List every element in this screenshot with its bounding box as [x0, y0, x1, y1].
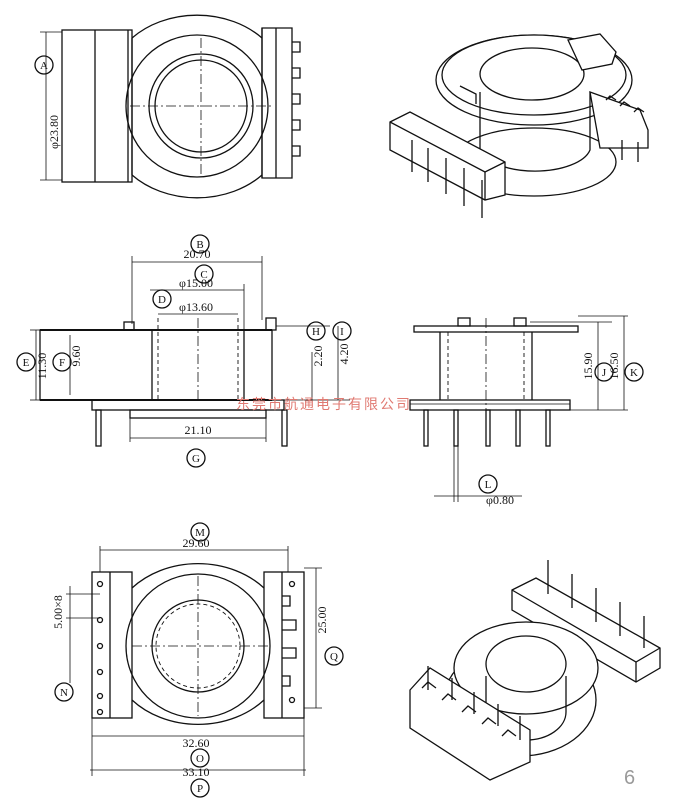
dim-i: 4.20 [337, 344, 351, 365]
iso-view-bottom [409, 560, 661, 781]
label-k: K [630, 367, 638, 379]
dim-h: 2.20 [311, 346, 325, 367]
top-left-flange [61, 29, 133, 183]
watermark: 东莞市航通电子有限公司 [236, 396, 412, 413]
side-base [409, 399, 571, 411]
dim-f: 9.60 [69, 346, 83, 367]
iso-bottom-header [511, 577, 661, 683]
dim-j: 15.90 [581, 353, 595, 380]
label-g: G [192, 453, 200, 465]
top-pin-header [261, 27, 293, 179]
dim-n: 5.00×8 [51, 595, 65, 629]
dim-g: 21.10 [185, 423, 212, 437]
dim-l: φ0.80 [486, 493, 514, 507]
dim-o: 32.60 [183, 736, 210, 750]
label-c: C [200, 269, 207, 281]
dim-d: φ13.60 [179, 300, 213, 314]
dim-k: 16.50 [607, 353, 621, 380]
top-outer-circle [125, 34, 269, 178]
dim-q: 25.00 [315, 607, 329, 634]
label-j: J [602, 367, 607, 379]
dim-e: 11.30 [35, 353, 49, 380]
label-l: L [485, 479, 492, 491]
front-view: 20.70 B φ15.00 C φ13.60 D 11.30 E 9.60 F… [16, 234, 352, 468]
bottom-view: 29.60 M 5.00×8 N 32.60 O 33.10 P 25.00 Q [51, 522, 344, 798]
iso-view-top [389, 33, 649, 218]
dim-a: φ23.80 [47, 115, 61, 149]
bottom-right-rail [263, 571, 305, 719]
label-b: B [196, 239, 203, 251]
label-a: A [40, 60, 48, 72]
top-view: A φ23.80 [34, 14, 301, 199]
dim-p: 33.10 [183, 765, 210, 779]
label-e: E [23, 357, 30, 369]
label-p: P [197, 783, 203, 795]
bottom-left-rail [91, 571, 133, 719]
dim-b: 20.70 [184, 247, 211, 261]
side-view: 15.90 16.50 J K φ0.80 L [409, 315, 644, 507]
label-m: M [195, 527, 205, 539]
label-a-bubble [34, 55, 54, 75]
iso-header-left [389, 111, 506, 201]
label-q: Q [330, 651, 338, 663]
label-o: O [196, 753, 204, 765]
label-n: N [60, 687, 68, 699]
label-d: D [158, 294, 166, 306]
label-i: I [340, 326, 344, 338]
label-f: F [59, 357, 65, 369]
dim-m: 29.60 [183, 536, 210, 550]
label-h: H [312, 326, 320, 338]
dim-c: φ15.00 [179, 276, 213, 290]
page-number: 6 [624, 767, 635, 789]
